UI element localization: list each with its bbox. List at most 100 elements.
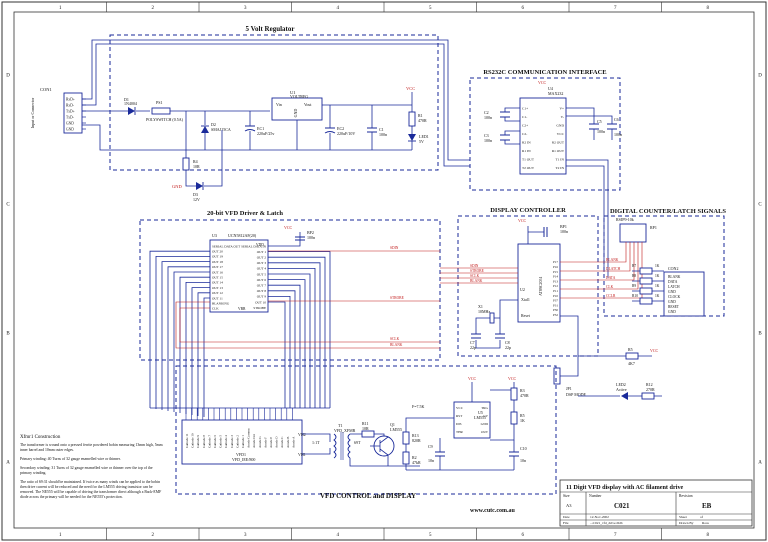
drawn-label: Drawn By — [679, 521, 694, 525]
vfd-driver-vcc: VCC — [284, 225, 293, 230]
notes-line-3-2: removed. The NE555 will be capable of dr… — [20, 490, 161, 494]
c10-val: 10n — [520, 458, 526, 463]
u4-pin-right-3: VCC — [557, 132, 565, 136]
con2-pin-0: BLANK — [668, 275, 681, 279]
led1-val: 5V — [419, 139, 424, 144]
bp1-ref: BP1 — [560, 224, 567, 229]
u3-sclk-net: SCLK — [390, 337, 400, 341]
controller-vcc: VCC — [518, 218, 527, 223]
r11-symbol — [361, 430, 375, 438]
con2-connector — [663, 271, 705, 317]
notes-line-2-1: primary winding. — [20, 471, 46, 475]
u3-vdd: VDD — [256, 243, 264, 247]
wire-rxd2 — [82, 43, 470, 167]
led2-symbol — [621, 392, 628, 400]
c8-val: 22p — [505, 345, 511, 350]
u4-val: MAX232 — [548, 91, 563, 96]
vfd1-display — [181, 419, 303, 465]
u2-net-strobe: STROBE — [470, 269, 485, 273]
u3-pin-left-10: OUT 11 — [212, 296, 223, 300]
r5b-val: 1K — [520, 418, 525, 423]
u2-port-8: P37 — [553, 299, 558, 303]
u4-pin-right-0: V+ — [559, 106, 564, 110]
bp1-val: 100n — [560, 229, 568, 234]
rs232-c5-val: 100n — [597, 129, 605, 134]
zone-col-1: 1 — [59, 6, 62, 11]
r11-val: 10R — [362, 426, 369, 431]
u2-net-sdin: SDIN — [470, 264, 479, 268]
con2-pin-6: RESET — [668, 305, 680, 309]
jp1-val: DSP MODE — [566, 392, 587, 397]
t1-turns-b: 69T — [354, 440, 361, 445]
sheet-value: of — [700, 515, 704, 519]
u4-pin-right-4: R2 OUT — [552, 140, 565, 144]
u3-blank-net: BLANK — [390, 343, 403, 347]
u3-pin-left-11: BLANKING — [212, 302, 230, 306]
u2-xtal-pin: Xtal1 — [521, 297, 530, 302]
con1-body — [63, 92, 83, 134]
u5-pin-1: RST — [456, 414, 463, 418]
ec1-ref: EC1 — [257, 126, 264, 131]
zone-col-bottom-8: 8 — [707, 533, 710, 538]
u4-pin-right-2: GND — [556, 123, 564, 127]
rp1-resistor-pack — [619, 223, 647, 243]
jp1-ref: JP1 — [566, 386, 572, 391]
rs232-c6-val: 100n — [614, 132, 622, 137]
u4-pin-left-6: T1 OUT — [522, 157, 535, 161]
zone-row-right-D: D — [758, 74, 762, 79]
zone-col-bottom-5: 5 — [429, 533, 432, 538]
u4-pin-right-5: R1 OUT — [552, 149, 565, 153]
zone-col-7: 7 — [614, 6, 617, 11]
u3-sdin-net: SDIN — [390, 246, 399, 250]
notes-line-3-1: then drive current will be reduced and t… — [20, 485, 153, 489]
revision-value: EB — [702, 502, 712, 510]
vfd-bus-lines — [149, 250, 331, 420]
d3-symbol — [196, 182, 203, 190]
rp1-val: RSIP9-10k — [616, 217, 634, 222]
drawing-title: 11 Digit VFD display with AC filament dr… — [566, 484, 684, 491]
r12-val: 270R — [646, 387, 655, 392]
file-value: ...C021_vfd_drive.Ddb — [590, 521, 623, 525]
u2-port-11: P32 — [553, 313, 558, 317]
r3-vcc: VCC — [508, 376, 517, 381]
r5-ref: R5 — [628, 347, 633, 352]
vfd1-pin-18: Anode B — [286, 437, 290, 448]
u3-pin-right-3: OUT 3 — [257, 261, 267, 265]
u4-pin-right-1: V- — [561, 115, 565, 119]
u4-pin-left-1: C1- — [522, 115, 528, 119]
u3-pin-right-4: OUT 4 — [257, 267, 267, 271]
con2-pin-4: CLOCK — [668, 295, 681, 299]
r5b-ref: R5 — [520, 413, 525, 418]
d1-symbol — [128, 107, 135, 115]
con2-pin-2: LATCH — [668, 285, 680, 289]
u3-pin-left-4: OUT 17 — [212, 265, 223, 269]
u5-val: LM555 — [474, 415, 486, 420]
q1-ref: Q1 — [390, 422, 395, 427]
notes-heading: Xfmr1 Construction — [20, 435, 61, 440]
u2-net-blank: BLANK — [470, 279, 483, 283]
c7-ref: C7 — [470, 340, 475, 345]
d3-ref: D3 — [193, 192, 198, 197]
zone-col-bottom-1: 1 — [59, 533, 62, 538]
latch-net-blank: BLANK — [606, 258, 619, 262]
latch-net-dlatch: DLATCH — [606, 267, 621, 271]
u3-pin-right-9: OUT 9 — [257, 295, 267, 299]
u4-ref: U4 — [548, 86, 553, 91]
zone-col-bottom-2: 2 — [152, 533, 155, 538]
u4-max232 — [519, 97, 567, 175]
zone-col-3: 3 — [244, 6, 247, 11]
vfd1-pin-7: Cathode 4 — [224, 435, 228, 448]
vfd1-pin-14: Anode F — [263, 437, 267, 448]
ec1-symbol — [244, 129, 256, 132]
u3-pin-right-11: STROBE — [253, 306, 266, 310]
latch-net-clk: CLK — [606, 285, 614, 289]
sheet-label: Sheet — [679, 515, 687, 519]
c1-val: 100n — [379, 132, 387, 137]
vfd1-pin-0: Cathode 11 — [185, 433, 189, 448]
u3-pin-right-0: SERIAL DATA IN — [241, 244, 267, 248]
latch-r7-ref: R7 — [632, 264, 636, 268]
vfd1-pin-3: Cathode 8 — [202, 435, 206, 448]
